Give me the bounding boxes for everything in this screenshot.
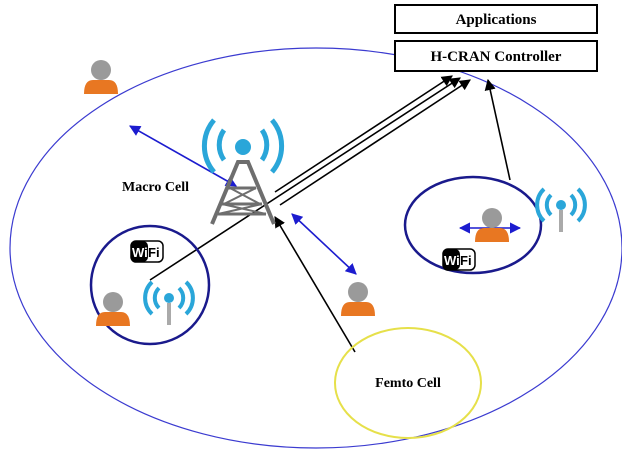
femto-to-macro-arrow — [274, 216, 356, 353]
small-cell-to-controller-arrow — [484, 78, 511, 181]
small-cell-signal-icon — [535, 187, 587, 234]
wifi-badge-wi: Wi — [132, 245, 148, 260]
right-small-cell-boundary — [403, 175, 543, 275]
macro-user-link-arrow — [129, 125, 237, 187]
wifi-badge-fi: Fi — [460, 253, 472, 268]
femto-cell-label: Femto Cell — [375, 376, 441, 391]
wifi-badge-fi: Fi — [148, 245, 160, 260]
wifi-badge-icon: Wi Fi — [130, 240, 164, 263]
wifi-badge-icon: Wi Fi — [442, 248, 476, 271]
applications-box: Applications — [394, 4, 598, 34]
macro-cell-boundary — [9, 47, 622, 449]
wifi-badge-wi: Wi — [444, 253, 460, 268]
h-cran-controller-box: H-CRAN Controller — [394, 40, 598, 72]
user-icon — [475, 208, 509, 242]
wifi-small-cell-boundary — [89, 224, 211, 346]
user-icon — [84, 60, 118, 94]
wifi-cell-to-controller-arrow — [149, 77, 461, 281]
applications-label: Applications — [456, 12, 537, 28]
user-icon — [341, 282, 375, 316]
h-cran-controller-label: H-CRAN Controller — [431, 49, 562, 65]
user-icon — [96, 292, 130, 326]
wifi-signal-icon — [143, 280, 195, 327]
macro-cell-label: Macro Cell — [122, 180, 189, 195]
macro-tower-icon — [201, 118, 285, 225]
macro-user-link-arrow-2 — [291, 213, 357, 275]
macro-to-controller-arrow-2 — [279, 79, 471, 206]
femto-cell-boundary — [334, 327, 482, 439]
macro-to-controller-arrow-1 — [274, 75, 453, 193]
